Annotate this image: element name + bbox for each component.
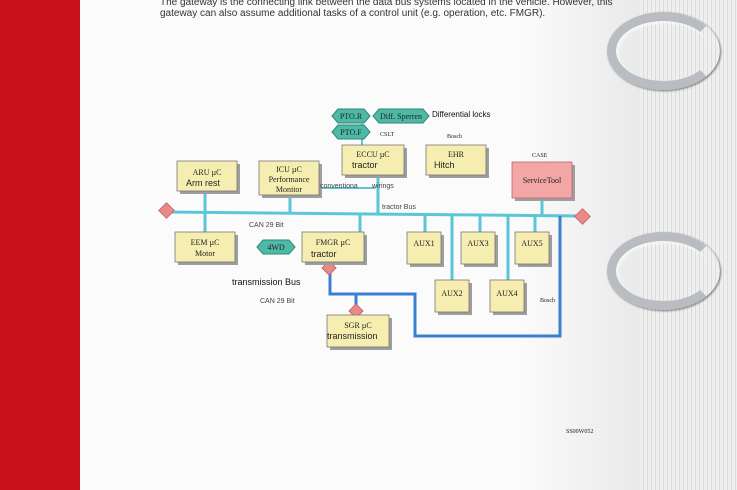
can-29-bit-label-1: CAN 29 Bit — [249, 222, 284, 229]
svg-text:Motor: Motor — [195, 249, 215, 258]
svg-text:Monitor: Monitor — [276, 185, 303, 194]
bosch-right-label: Bosch — [540, 298, 555, 304]
can-29-bit-label-2: CAN 29 Bit — [260, 298, 295, 305]
svg-text:4WD: 4WD — [267, 243, 285, 252]
tag-pto-r: PTO.R — [331, 108, 371, 124]
cslt-label: CSLT — [380, 132, 394, 138]
box-aru: ARU µC Arm rest — [176, 160, 240, 194]
svg-text:EHR: EHR — [448, 150, 465, 159]
svg-text:Performance: Performance — [269, 175, 310, 184]
box-eccu: ECCU µC tractor — [341, 144, 407, 178]
conventional-label: conventiona — [320, 183, 358, 190]
figure-code: SS00W052 — [566, 429, 593, 435]
box-aux3: AUX3 — [460, 231, 498, 267]
svg-text:AUX1: AUX1 — [413, 239, 434, 248]
box-aux1: AUX1 — [406, 231, 444, 267]
can-bus-main-line — [167, 210, 581, 218]
svg-text:ARU µC: ARU µC — [193, 168, 222, 177]
svg-text:SGR µC: SGR µC — [344, 321, 372, 330]
tag-pto-f: PTO.F — [331, 124, 371, 140]
svg-text:Arm rest: Arm rest — [186, 178, 221, 188]
bosch-top-label: Bosch — [447, 134, 462, 140]
tractor-bus-label: tractor Bus — [382, 204, 416, 211]
case-label: CASE — [532, 153, 548, 159]
binder-ring-top — [607, 12, 720, 90]
svg-text:Diff. Sperren: Diff. Sperren — [380, 112, 422, 121]
binder-ring-bottom — [607, 232, 720, 310]
terminator-left — [158, 202, 175, 219]
wirings-label: wirings — [371, 183, 394, 190]
tag-diff-sperren: Diff. Sperren — [372, 108, 430, 124]
svg-text:PTO.R: PTO.R — [340, 112, 363, 121]
svg-text:transmission: transmission — [327, 331, 378, 341]
box-aux2: AUX2 — [434, 279, 472, 315]
box-icu: ICU µC Performance Monitor — [258, 160, 322, 198]
svg-text:AUX3: AUX3 — [467, 239, 488, 248]
terminator-sgr — [348, 303, 364, 319]
svg-text:ServiceTool: ServiceTool — [523, 176, 562, 185]
box-fmgr: FMGR µC tractor — [301, 231, 367, 265]
box-aux5: AUX5 — [514, 231, 552, 267]
svg-text:tractor: tractor — [352, 160, 378, 170]
tag-4wd: 4WD — [256, 239, 296, 255]
bus-lines — [167, 124, 581, 280]
box-sgr: SGR µC transmission — [326, 314, 392, 350]
svg-text:AUX5: AUX5 — [521, 239, 542, 248]
svg-text:tractor: tractor — [311, 249, 337, 259]
intro-paragraph: The gateway is the connecting link betwe… — [160, 0, 613, 19]
svg-text:ICU µC: ICU µC — [276, 165, 302, 174]
transmission-bus-line — [328, 216, 562, 338]
terminator-right — [574, 208, 591, 225]
svg-text:PTO.F: PTO.F — [340, 128, 362, 137]
differential-locks-label: Differential locks — [432, 110, 491, 119]
svg-text:AUX4: AUX4 — [496, 289, 517, 298]
svg-text:FMGR µC: FMGR µC — [316, 238, 351, 247]
transmission-bus-label: transmission Bus — [232, 277, 301, 287]
box-servicetool: ServiceTool — [511, 161, 575, 201]
svg-text:EEM µC: EEM µC — [191, 238, 220, 247]
svg-text:AUX2: AUX2 — [441, 289, 462, 298]
box-eem: EEM µC Motor — [174, 231, 238, 265]
box-ehr: EHR Hitch — [425, 144, 489, 178]
svg-text:ECCU µC: ECCU µC — [356, 150, 389, 159]
box-aux4: AUX4 — [489, 279, 527, 315]
svg-text:Hitch: Hitch — [434, 160, 455, 170]
